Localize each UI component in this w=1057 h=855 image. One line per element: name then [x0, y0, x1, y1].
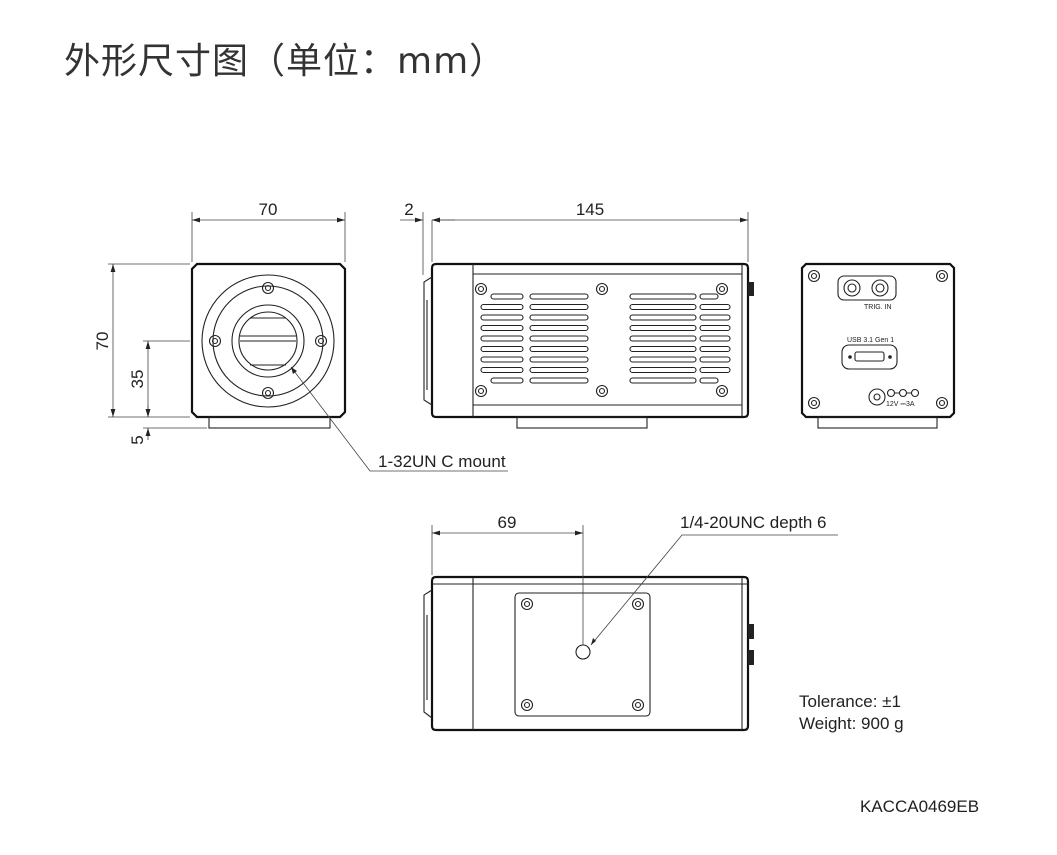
vent-slot [480, 324, 524, 332]
vent-slot [480, 366, 524, 374]
tripod-hole-label: 1/4-20UNC depth 6 [680, 513, 826, 532]
vent-slot [629, 324, 697, 332]
polarity-icon [886, 388, 920, 398]
vent-slot [480, 335, 524, 342]
vent-slot [529, 356, 589, 363]
vent-slot [629, 314, 697, 321]
vent-slot [699, 303, 731, 311]
foot-height-dim: 5 [128, 435, 147, 444]
vent-slot [629, 366, 697, 374]
vent-slot [629, 303, 697, 311]
power-jack-icon [868, 388, 886, 406]
front-view: 70 70 35 5 1-32UN C mount [93, 200, 508, 472]
vent-slot [629, 345, 697, 353]
vent-slot [480, 345, 524, 353]
center-height-dim: 35 [128, 370, 147, 389]
vent-slot [490, 377, 524, 384]
hole-position-dim: 69 [498, 513, 517, 532]
vent-slot [529, 314, 589, 321]
vent-slot [699, 356, 731, 363]
vent-slot [629, 293, 697, 300]
vent-slot [629, 356, 697, 363]
vent-slot [480, 303, 524, 311]
vent-slot [699, 293, 719, 300]
drawing-number: KACCA0469EB [860, 797, 979, 816]
rear-view: TRIG. IN USB 3.1 Gen 1 12V ⎓3A [800, 262, 956, 429]
bottom-view: 69 1/4-20UNC depth 6 [423, 513, 838, 732]
bnc-connector-icon [871, 279, 889, 297]
vent-slot [699, 324, 731, 332]
vent-slot [699, 377, 719, 384]
vent-slot [529, 303, 589, 311]
front-width-dim: 70 [259, 200, 278, 219]
vent-slot [529, 324, 589, 332]
weight-note: Weight: 900 g [799, 714, 904, 733]
tolerance-note: Tolerance: ±1 [799, 692, 901, 711]
power-rating-label: 12V ⎓3A [886, 401, 915, 408]
mount-label: 1-32UN C mount [378, 452, 506, 471]
vent-slot [529, 377, 589, 384]
flange-dim: 2 [404, 200, 413, 219]
vent-slot [699, 314, 731, 321]
page-title: 外形尺寸图（单位：mm） [64, 41, 507, 82]
usb-port-icon [848, 351, 892, 362]
vent-slot [629, 377, 697, 384]
vent-slot [699, 335, 731, 342]
vent-slot [629, 335, 697, 342]
vent-slot [529, 293, 589, 300]
vent-slot [480, 314, 524, 321]
vent-slot [490, 293, 524, 300]
bnc-connector-icon [843, 279, 861, 297]
side-view: 2 145 [400, 200, 754, 429]
vent-slot [480, 356, 524, 363]
vent-slot [529, 335, 589, 342]
vent-slot [699, 366, 731, 374]
length-dim: 145 [576, 200, 604, 219]
vent-slot [529, 366, 589, 374]
usb-label: USB 3.1 Gen 1 [847, 337, 894, 344]
vent-slot [699, 345, 731, 353]
front-height-dim: 70 [93, 332, 112, 351]
vent-slot [529, 345, 589, 353]
trig-in-label: TRIG. IN [864, 304, 892, 311]
